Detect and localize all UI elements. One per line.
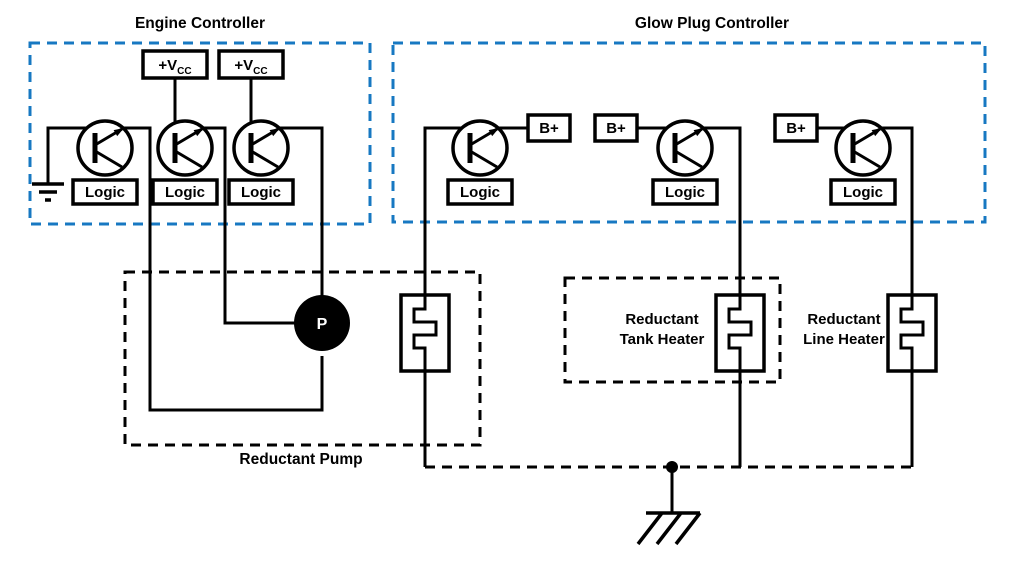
logic-label: Logic (165, 184, 205, 201)
reductant-pump-box (123, 270, 482, 447)
bplus-label: B+ (606, 120, 626, 137)
junction-dot (666, 461, 678, 473)
bplus-box: B+ (526, 113, 572, 143)
engine-controller-title: Engine Controller (135, 15, 265, 32)
reductant-tank-heater-box (563, 276, 782, 384)
heater-element-icon (886, 293, 938, 373)
logic-label: Logic (241, 184, 281, 201)
transistor-icon (158, 121, 212, 175)
reductant-pump-label: Reductant Pump (239, 451, 362, 468)
logic-box: Logic (651, 178, 719, 206)
glow-plug-controller-box (391, 41, 987, 224)
pump-icon: P (294, 295, 350, 351)
bplus-box: B+ (773, 113, 819, 143)
bplus-label: B+ (539, 120, 559, 137)
logic-label: Logic (843, 184, 883, 201)
logic-box: Logic (71, 178, 139, 206)
bplus-box: B+ (593, 113, 639, 143)
transistor-icon (78, 121, 132, 175)
heater-element-icon (399, 293, 451, 373)
logic-box: Logic (227, 178, 295, 206)
earth-ground-icon (32, 182, 64, 202)
vcc-label: +VCC (158, 57, 191, 77)
heater-element-icon (714, 293, 766, 373)
svg-text:Line Heater: Line Heater (803, 331, 885, 348)
vcc-box: +VCC (141, 49, 209, 80)
glow-plug-controller-title: Glow Plug Controller (635, 15, 789, 32)
reductant-line-heater-label: Reductant Line Heater (803, 311, 885, 348)
logic-label: Logic (85, 184, 125, 201)
svg-text:Tank Heater: Tank Heater (620, 331, 705, 348)
wire-t1-pump-bottom (105, 126, 324, 412)
logic-box: Logic (446, 178, 514, 206)
engine-controller-box (28, 41, 372, 226)
transistor-icon (453, 121, 507, 175)
svg-text:Reductant: Reductant (807, 311, 880, 328)
reductant-tank-heater-label: Reductant Tank Heater (620, 311, 705, 348)
vcc-label: +VCC (234, 57, 267, 77)
logic-box: Logic (151, 178, 219, 206)
transistor-icon (658, 121, 712, 175)
logic-label: Logic (665, 184, 705, 201)
svg-text:Reductant: Reductant (625, 311, 698, 328)
logic-box: Logic (829, 178, 897, 206)
transistor-icon (836, 121, 890, 175)
transistor-icon (234, 121, 288, 175)
vcc-box: +VCC (217, 49, 285, 80)
bplus-label: B+ (786, 120, 806, 137)
pump-symbol-label: P (317, 316, 328, 333)
logic-label: Logic (460, 184, 500, 201)
chassis-ground-icon (636, 511, 702, 546)
